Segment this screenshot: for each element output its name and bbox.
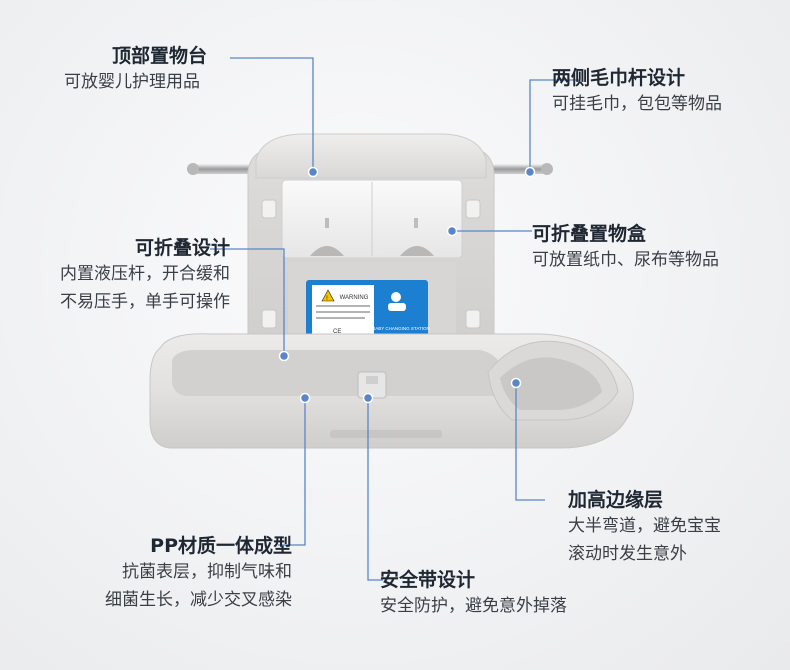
callout-desc-line1: 内置液压杆，开合缓和	[60, 264, 230, 284]
leader-dots	[278, 166, 536, 404]
callout-desc-line2: 不易压手，单手可操作	[60, 292, 230, 312]
callout-raised-edge: 加高边缘层 大半弯道，避免宝宝 滚动时发生意外	[568, 488, 721, 568]
callout-desc-line1: 抗菌表层，抑制气味和	[122, 562, 292, 582]
callout-desc-line1: 大半弯道，避免宝宝	[568, 516, 721, 536]
callout-top-shelf: 顶部置物台 可放婴儿护理用品	[64, 44, 211, 96]
callout-title: 两侧毛巾杆设计	[552, 67, 686, 89]
top-shelf	[255, 133, 487, 179]
callout-desc: 可放置纸巾、尿布等物品	[532, 250, 719, 270]
callout-title: 顶部置物台	[112, 45, 208, 67]
callout-storage-box: 可折叠置物盒 可放置纸巾、尿布等物品	[532, 222, 719, 274]
callout-title: 可折叠设计	[134, 237, 230, 259]
svg-text:!: !	[326, 296, 328, 302]
callout-desc: 可挂毛巾，包包等物品	[552, 94, 722, 114]
callout-title: 安全带设计	[380, 569, 476, 591]
callout-safety-belt: 安全带设计 安全防护，避免意外掉落	[380, 568, 567, 620]
callout-title: PP材质一体成型	[150, 535, 292, 557]
leader-lines	[210, 57, 580, 581]
label-ce-badge: CE	[333, 329, 341, 335]
callout-title: 加高边缘层	[568, 489, 664, 511]
callout-foldable: 可折叠设计 内置液压杆，开合缓和 不易压手，单手可操作	[20, 236, 230, 316]
callout-title: 可折叠置物盒	[532, 223, 647, 245]
callout-desc: 可放婴儿护理用品	[64, 72, 200, 92]
label-station-text: BABY CHANGING STATION	[372, 326, 430, 331]
callout-pp-material: PP材质一体成型 抗菌表层，抑制气味和 细菌生长，减少交叉感染	[70, 534, 292, 614]
safety-belt	[357, 371, 387, 399]
callout-desc: 安全防护，避免意外掉落	[380, 596, 567, 616]
label-warning-text: WARNING	[340, 295, 369, 301]
callout-towel-bars: 两侧毛巾杆设计 可挂毛巾，包包等物品	[552, 66, 722, 118]
callout-desc-line2: 细菌生长，减少交叉感染	[105, 590, 292, 610]
callout-desc-line2: 滚动时发生意外	[568, 544, 687, 564]
